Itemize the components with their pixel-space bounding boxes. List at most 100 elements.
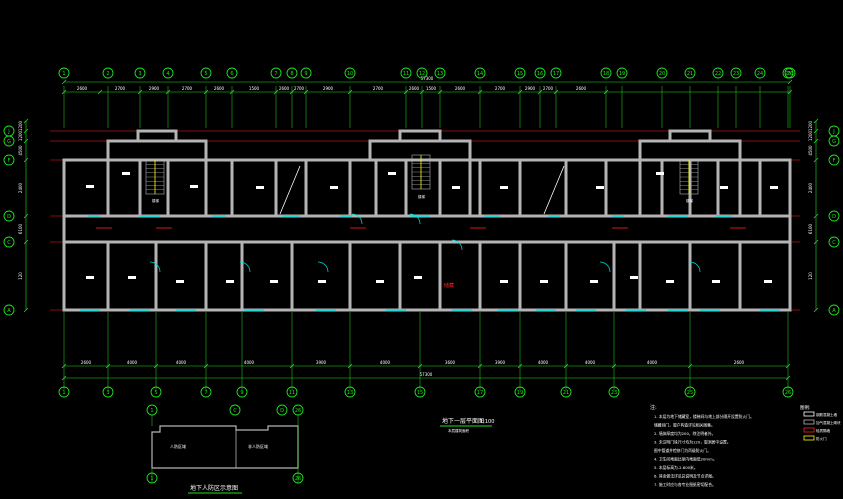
bottom-axis-bubble-label: 17 — [477, 390, 483, 396]
top-segment-dim-tick — [203, 89, 209, 95]
right-axis-bubble — [828, 304, 840, 316]
bottom-axis-bubble-label: 1 — [62, 390, 65, 396]
left-dim-tick — [23, 239, 29, 245]
right-axis-bubble-label: C — [832, 240, 836, 246]
top-axis-bubble — [616, 67, 628, 79]
top-segment-dim-tick — [229, 89, 235, 95]
top-segment-dim-tick — [137, 89, 143, 95]
bottom-segment-dim-label: 3900 — [316, 360, 327, 365]
top-axis-bubble-label: 12 — [419, 71, 425, 77]
key-plan-axis-bubble — [229, 404, 241, 416]
top-segment-dim-label: 1500 — [426, 86, 437, 91]
bottom-axis-bubble — [782, 386, 794, 398]
right-dim-tick — [813, 118, 819, 124]
left-dim-label: 2400 — [18, 182, 23, 193]
top-segment-dim-label: 2900 — [323, 86, 334, 91]
key-plan-outline — [151, 425, 299, 469]
top-axis-bubble — [550, 67, 562, 79]
bottom-segment-dim-tick — [785, 363, 791, 369]
top-overall-dim-tick — [61, 79, 67, 85]
right-dim-tick — [813, 307, 819, 313]
bottom-overall-dim-tick — [61, 375, 67, 381]
top-segment-dim-tick — [477, 89, 483, 95]
right-dim-tick — [813, 157, 819, 163]
top-segment-dim-tick — [787, 89, 793, 95]
top-segment-dim-label: 2700 — [294, 86, 305, 91]
right-dim-label: 120 — [808, 272, 813, 280]
note-line: 3. 未注明门垛尺寸均为120，窗洞居中设置。 — [654, 440, 731, 445]
left-axis-bubble-label: G — [7, 139, 11, 145]
room-tag — [720, 186, 728, 189]
room-tag — [590, 280, 598, 283]
right-axis-bubble — [828, 236, 840, 248]
top-axis-bubble-label: 26 — [787, 71, 793, 77]
top-segment-dim-label: 2700 — [495, 86, 506, 91]
red-room-label: 储藏 — [444, 282, 454, 289]
top-axis-bubble — [286, 67, 298, 79]
right-dim-label: 2400 — [808, 182, 813, 193]
left-dim-label: 4500 — [18, 145, 23, 156]
top-axis-bubble — [656, 67, 668, 79]
plan-subtitle: 本层建筑面积 — [448, 428, 469, 433]
left-axis-bubble — [3, 135, 15, 147]
left-dim-label: 6100 — [18, 223, 23, 234]
wall-layer — [62, 129, 792, 312]
left-dim-tick — [23, 118, 29, 124]
top-segment-dim-label: 2600 — [214, 86, 225, 91]
key-plan-axis-label: D — [280, 408, 284, 414]
legend-swatch — [803, 411, 815, 417]
top-segment-dim-label: 1500 — [249, 86, 260, 91]
top-axis-bubble-label: 23 — [733, 71, 739, 77]
room-tag — [712, 280, 720, 283]
top-axis-bubble — [600, 67, 612, 79]
key-plan-axis-bubble — [292, 472, 304, 484]
key-plan-axis-bubble — [276, 404, 288, 416]
right-dim-label: 1200 — [808, 130, 813, 141]
top-segment-dim-label: 2700 — [115, 86, 126, 91]
top-axis-bubble-label: 24 — [757, 71, 763, 77]
room-tag — [176, 280, 184, 283]
top-axis-bubble-label: 9 — [304, 71, 307, 77]
room-tag — [452, 186, 460, 189]
bottom-axis-bubble — [414, 386, 426, 398]
bottom-segment-dim-label: 2600 — [81, 360, 92, 365]
right-axis-bubble — [828, 210, 840, 222]
top-axis-bubble-label: 2 — [106, 71, 109, 77]
key-plan-axis-label: 26 — [295, 408, 301, 414]
top-segment-dim-tick — [347, 89, 353, 95]
bottom-axis-bubble-label: 25 — [687, 390, 693, 396]
top-axis-bubble-label: 15 — [517, 71, 523, 77]
top-segment-dim-tick — [165, 89, 171, 95]
bottom-segment-dim-label: 4000 — [244, 360, 255, 365]
top-axis-bubble — [162, 67, 174, 79]
bottom-axis-bubble — [150, 386, 162, 398]
room-tag — [500, 280, 508, 283]
bottom-segment-dim-label: 3600 — [445, 360, 456, 365]
top-segment-dim-label: 2600 — [409, 86, 420, 91]
bottom-segment-dim-tick — [105, 363, 111, 369]
room-tag — [86, 276, 94, 279]
key-plan-axis-bubble — [292, 404, 304, 416]
right-axis-bubble-label: D — [832, 214, 836, 220]
bottom-overall-dim-tick — [785, 375, 791, 381]
top-segment-dim-tick — [603, 89, 609, 95]
room-tag — [596, 186, 604, 189]
room-tag — [666, 280, 674, 283]
note-line: 6. 其余做法详见总说明及节点详图。 — [654, 474, 716, 479]
room-tag — [128, 276, 136, 279]
right-dim-label: 4500 — [808, 145, 813, 156]
top-axis-bubble-label: 5 — [204, 71, 207, 77]
bottom-segment-dim-tick — [517, 363, 523, 369]
top-axis-bubble — [534, 67, 546, 79]
door-swing — [351, 213, 363, 225]
bottom-segment-dim-label: 4000 — [127, 360, 138, 365]
bottom-axis-bubble-label: 15 — [417, 390, 423, 396]
top-axis-bubble — [474, 67, 486, 79]
left-axis-bubble-label: J — [7, 129, 9, 135]
top-axis-bubble-label: 20 — [659, 71, 665, 77]
top-axis-bubble — [730, 67, 742, 79]
left-dim-label: 120 — [18, 272, 23, 280]
top-segment-dim-tick — [517, 89, 523, 95]
bottom-axis-bubble-label: 21 — [563, 390, 569, 396]
bottom-segment-dim-tick — [417, 363, 423, 369]
